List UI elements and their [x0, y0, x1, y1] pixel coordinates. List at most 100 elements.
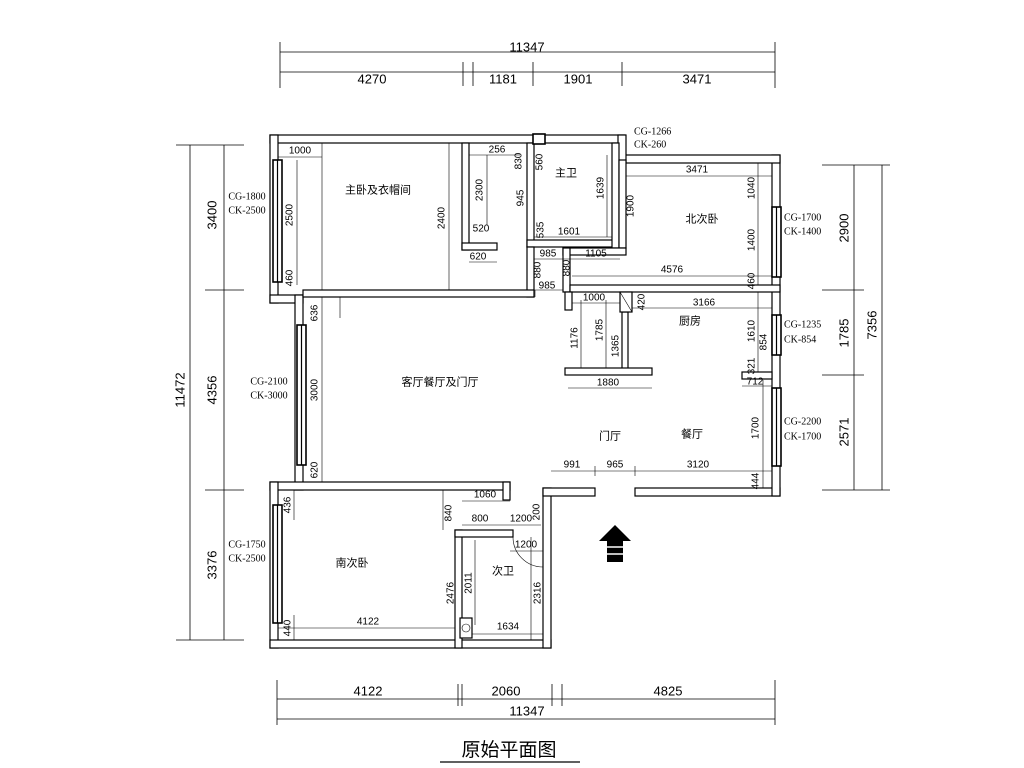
dim-label: 1785	[595, 318, 606, 341]
window-cg-label: CG-1800	[228, 192, 265, 203]
wall	[502, 481, 511, 501]
dim-label: 4576	[661, 265, 684, 276]
dim-label: 1365	[611, 334, 622, 357]
dim-right-segment-label: 1785	[837, 319, 852, 348]
wall	[454, 529, 514, 538]
room-label-second-bath: 次卫	[492, 564, 514, 578]
window-ck-label: CK-854	[784, 335, 816, 346]
dim-bottom-segment-label: 4825	[654, 684, 683, 699]
window-ck-label: CK-1400	[784, 227, 821, 238]
dim-label: 1105	[585, 249, 607, 260]
interior-dimension-lines	[278, 143, 772, 640]
window-cg-label: CG-1750	[228, 540, 265, 551]
window-ck-label: CK-1700	[784, 432, 821, 443]
room-label-dining: 餐厅	[681, 427, 703, 441]
window-ck-label: CK-260	[634, 140, 666, 151]
dim-label: 560	[535, 153, 546, 170]
room-label-kitchen: 厨房	[679, 315, 701, 328]
door-swing-icon	[512, 536, 544, 568]
dim-label: 2500	[285, 203, 296, 226]
dimension-lines-right	[822, 164, 890, 491]
dim-top-segment-label: 1181	[489, 72, 517, 87]
wall	[564, 367, 653, 376]
dim-label: 2316	[533, 581, 544, 604]
dim-label: 1880	[597, 378, 620, 389]
dim-label: 636	[310, 304, 321, 321]
dim-label: 1000	[583, 293, 606, 304]
dim-top-segment-label: 3471	[683, 72, 712, 87]
dim-label: 840	[444, 504, 455, 521]
room-label-south-bedroom: 南次卧	[336, 556, 369, 570]
dim-left-total-label: 11472	[173, 372, 188, 407]
dim-label: 1040	[747, 176, 758, 199]
dim-label: 830	[514, 152, 525, 169]
dim-label: 3166	[693, 298, 716, 309]
dim-label: 321	[747, 357, 758, 374]
window-cg-label: CG-2200	[784, 417, 821, 428]
dim-label: 460	[285, 269, 296, 286]
room-label-master-bedroom: 主卧及衣帽间	[345, 183, 411, 197]
windows	[272, 133, 782, 624]
dim-bottom-total-label: 11347	[509, 704, 544, 719]
dim-label: 1200	[510, 514, 533, 525]
dim-bottom-segment-label: 2060	[492, 684, 521, 699]
dim-top-segment-label: 4270	[358, 72, 387, 87]
wall	[542, 487, 552, 649]
dim-label: 985	[539, 281, 556, 292]
wall	[621, 311, 629, 371]
dim-label: 436	[283, 496, 294, 513]
window-cg-label: CG-2100	[250, 377, 287, 388]
dim-label: 3471	[686, 165, 709, 176]
dim-label: 2400	[437, 206, 448, 229]
wall	[564, 291, 573, 311]
dim-label: 2476	[446, 581, 457, 604]
window-ck-label: CK-2500	[228, 206, 265, 217]
window-ck-label: CK-3000	[250, 391, 287, 402]
dim-right-segment-label: 2571	[837, 418, 852, 447]
dimension-lines-top	[279, 42, 776, 88]
dim-label: 620	[470, 252, 487, 263]
dim-label: 1700	[751, 416, 762, 439]
dim-label: 1639	[596, 176, 607, 199]
dim-label: 3120	[687, 460, 710, 471]
dim-label: 991	[564, 460, 581, 471]
dim-label: 520	[473, 224, 490, 235]
wall	[269, 134, 626, 144]
wall	[617, 154, 781, 164]
room-label-foyer: 门厅	[599, 429, 621, 443]
entrance-arrow-icon	[599, 525, 631, 562]
window	[532, 133, 546, 145]
dim-label: 3000	[310, 378, 321, 401]
dim-label: 1610	[747, 319, 758, 342]
wall	[302, 289, 535, 298]
dim-label: 1000	[289, 146, 312, 157]
dim-label: 1200	[515, 540, 538, 551]
dim-label: 444	[751, 472, 762, 489]
dim-top-segment-label: 1901	[564, 72, 593, 87]
wall	[461, 242, 498, 251]
fixtures	[339, 290, 633, 639]
dim-label: 945	[516, 189, 527, 206]
window-cg-label: CG-1235	[784, 320, 821, 331]
wall	[461, 142, 470, 251]
dim-label: 1634	[497, 622, 520, 633]
dim-label: 1900	[626, 194, 637, 217]
dim-label: 965	[607, 460, 624, 471]
dimension-lines-left	[176, 144, 244, 641]
dim-label: 2300	[475, 178, 486, 201]
dim-label: 1601	[558, 227, 581, 238]
bath-pipe	[459, 617, 473, 639]
dim-left-segment-label: 4356	[205, 376, 220, 405]
dim-label: 440	[283, 619, 294, 636]
window-cg-label: CG-1266	[634, 127, 671, 138]
dim-bottom-segment-label: 4122	[354, 684, 383, 699]
dim-label: 1400	[747, 228, 758, 251]
door-swing-icon	[339, 296, 352, 318]
dim-right-total-label: 7356	[865, 311, 880, 340]
window-ck-label: CK-2500	[228, 554, 265, 565]
dim-label: 4122	[357, 617, 380, 628]
wall	[526, 239, 621, 248]
dim-label: 1176	[570, 327, 581, 349]
dim-label: 2011	[464, 572, 475, 594]
